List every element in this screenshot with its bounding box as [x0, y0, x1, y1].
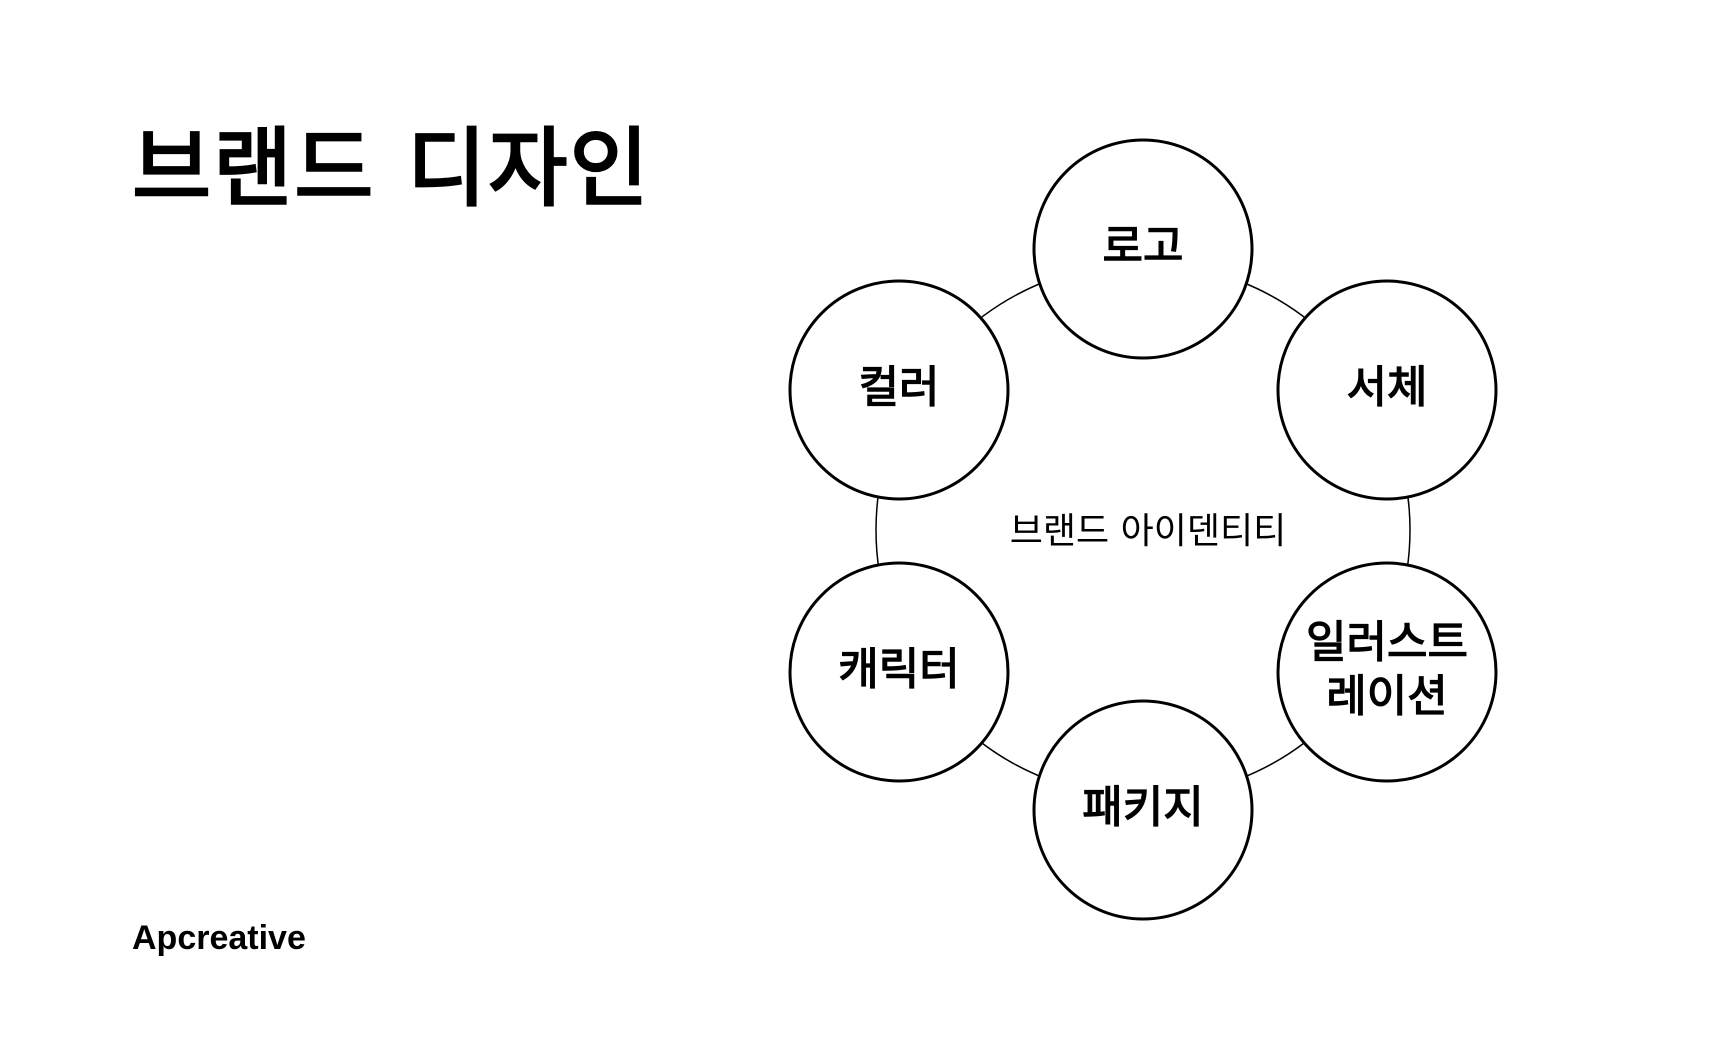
node-logo: 로고: [1032, 138, 1254, 360]
node-circle: [1276, 279, 1498, 501]
node-color: 컬러: [788, 279, 1010, 501]
node-label: 컬러: [859, 362, 940, 413]
node-label: 레이션: [1326, 671, 1447, 722]
node-circle: [1032, 138, 1254, 360]
node-label: 서체: [1347, 362, 1428, 413]
center-label: 브랜드 아이덴티티: [1010, 511, 1286, 552]
brand-footer: Apcreative: [132, 919, 306, 957]
node-circle: [1032, 699, 1254, 921]
node-package: 패키지: [1032, 699, 1254, 921]
node-label: 로고: [1103, 221, 1184, 272]
node-label: 일러스트: [1306, 617, 1468, 668]
node-character: 캐릭터: [788, 561, 1010, 783]
node-label: 패키지: [1082, 782, 1203, 833]
node-circle: [788, 279, 1010, 501]
node-label: 캐릭터: [838, 644, 959, 695]
page-title: 브랜드 디자인: [132, 119, 651, 219]
node-typeface: 서체: [1276, 279, 1498, 501]
node-circle: [788, 561, 1010, 783]
node-circle: [1276, 561, 1498, 783]
